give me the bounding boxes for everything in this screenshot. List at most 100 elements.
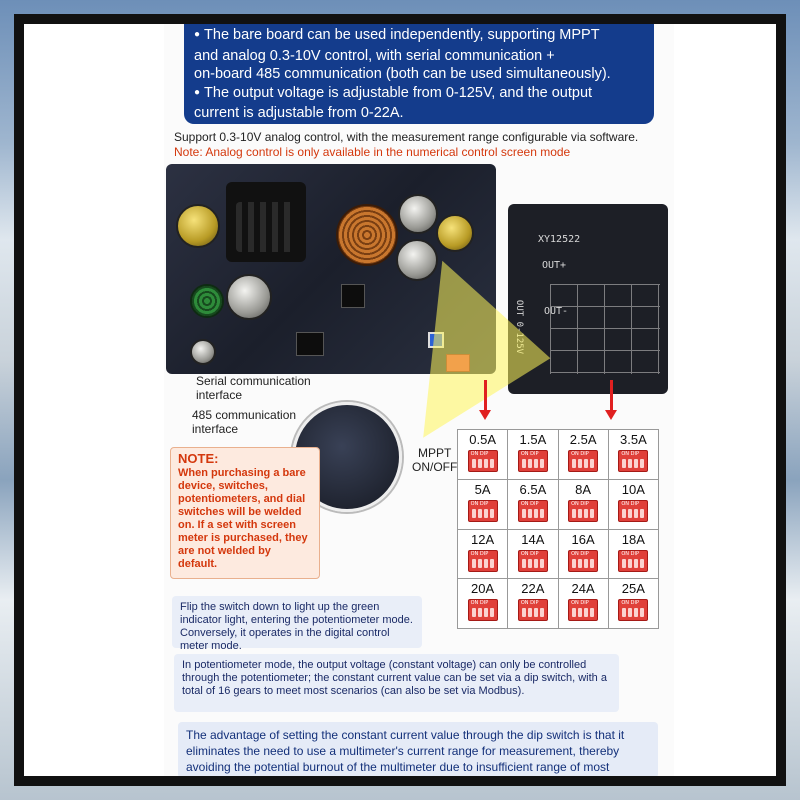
dip-switch-icon: ON DIP	[568, 549, 599, 572]
dip-advantage-text: The advantage of setting the constant cu…	[186, 728, 625, 774]
dip-current-label: 1.5A	[519, 432, 547, 447]
dip-cell: 8A ON DIP	[558, 479, 609, 530]
dip-current-label: 20A	[471, 581, 495, 597]
dip-on-label: ON DIP	[571, 550, 589, 557]
dip-current-label: 0.5A	[469, 432, 496, 447]
dip-on-label: ON DIP	[621, 500, 639, 507]
dip-cell: 10A ON DIP	[608, 479, 659, 530]
dip-on-label: ON DIP	[520, 500, 539, 507]
dip-switch-icon: ON DIP	[467, 499, 498, 522]
rs485-label-2: interface	[192, 422, 239, 436]
chip	[296, 332, 324, 356]
feature-banner: The bare board can be used independently…	[184, 24, 654, 124]
dip-current-label: 8A	[575, 481, 592, 497]
dip-on-label: ON DIP	[621, 451, 639, 457]
dip-switch-icon: ON DIP	[467, 450, 498, 472]
dip-switch-icon: ON DIP	[517, 499, 548, 522]
dip-current-label: 14A	[521, 531, 545, 547]
potentiometer	[428, 332, 444, 348]
dip-switch-icon: ON DIP	[568, 450, 599, 472]
banner-line-5: current is adjustable from 0-22A.	[194, 105, 404, 121]
capacitor	[396, 239, 438, 281]
dip-switch-icon: ON DIP	[467, 599, 498, 622]
dip-current-label: 16A	[571, 531, 595, 547]
banner-line-3: on-board 485 communication (both can be …	[194, 66, 611, 82]
support-note: Note: Analog control is only available i…	[174, 145, 571, 159]
serial-label-2: interface	[196, 388, 243, 402]
serial-interface-callout: Serial communication interface	[196, 374, 311, 402]
dip-on-label: ON DIP	[470, 451, 489, 457]
back-board-photo: XY12522 OUT+ OUT- OUT 0-125V	[508, 204, 668, 394]
inductor-coil	[336, 204, 398, 266]
dip-cell: 22A ON DIP	[508, 579, 559, 629]
dip-on-label: ON DIP	[520, 451, 539, 457]
dip-switch-icon: ON DIP	[517, 599, 548, 622]
dip-cell: 3.5A ON DIP	[608, 430, 659, 480]
heatsink	[226, 182, 306, 262]
dip-cell: 14A ON DIP	[508, 529, 559, 580]
analog-support-text: Support 0.3-10V analog control, with the…	[174, 130, 638, 160]
dip-on-label: ON DIP	[571, 451, 589, 457]
dip-current-label: 22A	[521, 581, 545, 597]
dip-cell: 16A ON DIP	[558, 529, 609, 580]
red-arrow-left	[479, 380, 491, 420]
dip-on-label: ON DIP	[571, 500, 589, 507]
dip-current-label: 5A	[474, 481, 491, 497]
dip-current-label: 10A	[621, 481, 645, 497]
dip-switch-icon: ON DIP	[568, 599, 599, 622]
inner-frame: The bare board can be used independently…	[22, 22, 778, 778]
dip-switch-module	[446, 354, 470, 372]
dip-current-label: 24A	[571, 581, 595, 597]
note-box: NOTE: When purchasing a bare device, swi…	[170, 447, 320, 579]
out-plus-label: OUT+	[542, 260, 567, 271]
note-title: NOTE:	[178, 451, 219, 466]
rs485-interface-callout: 485 communication interface	[192, 408, 296, 436]
red-arrow-right	[605, 380, 617, 420]
dip-on-label: ON DIP	[621, 600, 639, 607]
chip	[341, 284, 365, 308]
serial-label-1: Serial communication	[196, 374, 311, 388]
dip-cell: 0.5A ON DIP	[458, 430, 509, 480]
dip-cell: 5A ON DIP	[458, 479, 509, 530]
dip-switch-icon: ON DIP	[618, 450, 649, 472]
back-board-grid	[550, 284, 660, 374]
product-page: The bare board can be used independently…	[164, 24, 674, 776]
dip-cell: 25A ON DIP	[608, 579, 659, 629]
dip-on-label: ON DIP	[520, 600, 539, 607]
dip-current-label: 6.5A	[519, 481, 547, 497]
capacitor	[436, 214, 474, 252]
dip-switch-icon: ON DIP	[467, 549, 498, 572]
capacitor	[190, 339, 216, 365]
board-model: XY12522	[538, 234, 581, 245]
dip-switch-icon: ON DIP	[517, 450, 548, 472]
support-line: Support 0.3-10V analog control, with the…	[174, 130, 639, 144]
note-body: When purchasing a bare device, switches,…	[178, 467, 308, 570]
dip-on-label: ON DIP	[470, 500, 489, 507]
dip-switch-icon: ON DIP	[618, 549, 649, 572]
dip-current-label: 3.5A	[620, 432, 647, 447]
banner-line-2: and analog 0.3-10V control, with serial …	[194, 47, 555, 64]
dip-on-label: ON DIP	[571, 600, 589, 607]
dip-switch-icon: ON DIP	[568, 499, 599, 522]
dip-current-label: 12A	[471, 531, 495, 547]
mppt-callout: MPPT ON/OFF	[412, 446, 457, 474]
capacitor	[176, 204, 220, 248]
dip-switch-icon: ON DIP	[618, 499, 649, 522]
dip-current-label: 25A	[621, 581, 645, 597]
dip-current-label: 18A	[621, 531, 645, 547]
rs485-label-1: 485 communication	[192, 408, 297, 422]
flip-switch-text: Flip the switch down to light up the gre…	[180, 601, 413, 652]
dip-cell: 6.5A ON DIP	[508, 479, 559, 530]
flip-switch-info: Flip the switch down to light up the gre…	[172, 596, 422, 652]
dip-cell: 1.5A ON DIP	[508, 430, 559, 480]
dip-cell: 12A ON DIP	[458, 529, 509, 580]
dip-cell: 24A ON DIP	[558, 579, 609, 629]
dip-on-label: ON DIP	[520, 550, 539, 557]
dip-switch-icon: ON DIP	[517, 549, 548, 572]
mppt-label-1: MPPT	[417, 446, 452, 460]
banner-line-1: The bare board can be used independently…	[194, 26, 644, 47]
board-photo	[166, 164, 496, 374]
mppt-label-2: ON/OFF	[412, 460, 458, 474]
